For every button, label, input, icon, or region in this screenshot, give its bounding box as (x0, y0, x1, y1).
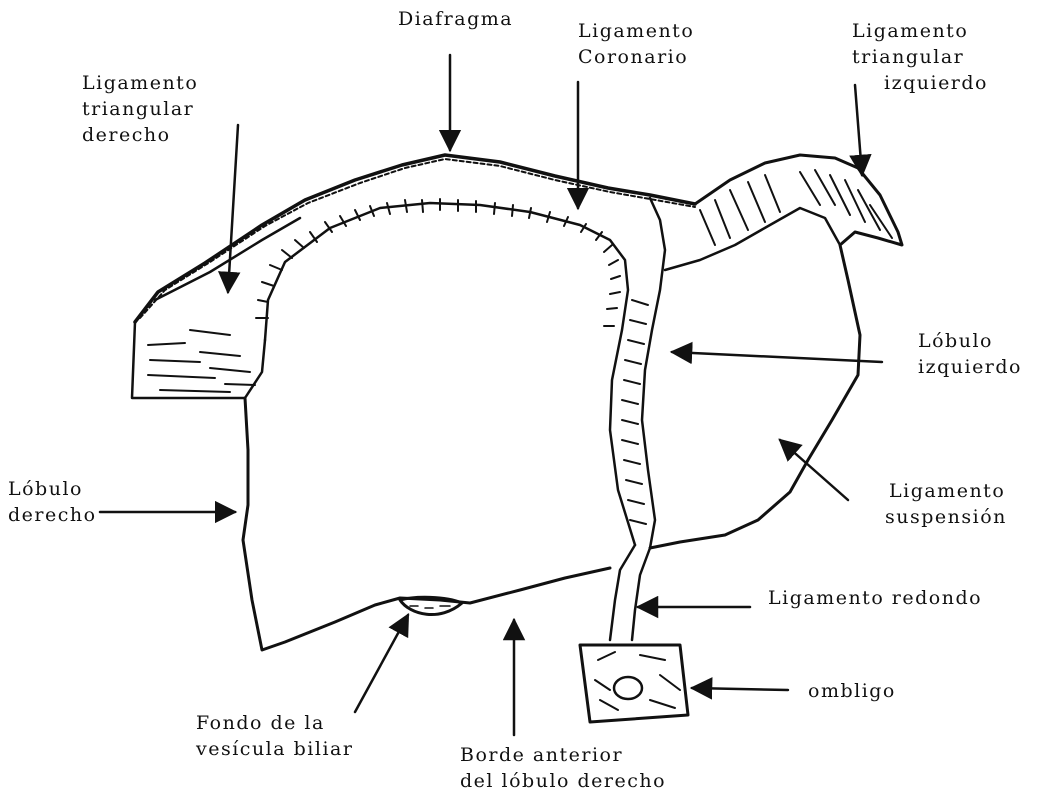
label-borde-anterior: Borde anterior del lóbulo derecho (460, 742, 666, 794)
label-lobulo-derecho: Lóbulo derecho (8, 476, 97, 528)
label-fondo-vesicula-biliar: Fondo de la vesícula biliar (196, 710, 353, 762)
round-ligament (610, 545, 650, 640)
label-ombligo: ombligo (808, 678, 896, 704)
falciform-hatch (622, 300, 648, 524)
diaphragm-band (132, 155, 695, 398)
label-ligamento-coronario: Ligamento Coronario (578, 18, 694, 70)
right-triangular-ligament-hatch (148, 330, 265, 398)
arrow-fondo-vesicula (355, 615, 408, 712)
coronary-hatch (256, 199, 620, 326)
navel (580, 645, 688, 722)
leader-arrows (100, 55, 882, 735)
label-ligamento-suspension: Ligamento suspensión (885, 478, 1007, 530)
arrow-ligamento-triangular-derecho (228, 125, 238, 292)
label-ligamento-triangular-izquierdo: Ligamento triangular izquierdo (852, 18, 988, 96)
label-lobulo-izquierdo: Lóbulo izquierdo (918, 328, 1022, 380)
label-ligamento-triangular-derecho: Ligamento triangular derecho (82, 70, 198, 148)
label-diafragma: Diafragma (398, 6, 513, 32)
label-ligamento-redondo: Ligamento redondo (768, 585, 982, 611)
arrow-ligamento-triangular-izquierdo (855, 85, 862, 175)
right-lobe (243, 203, 635, 650)
arrow-ombligo (692, 688, 788, 690)
arrow-lobulo-izquierdo (672, 352, 882, 362)
